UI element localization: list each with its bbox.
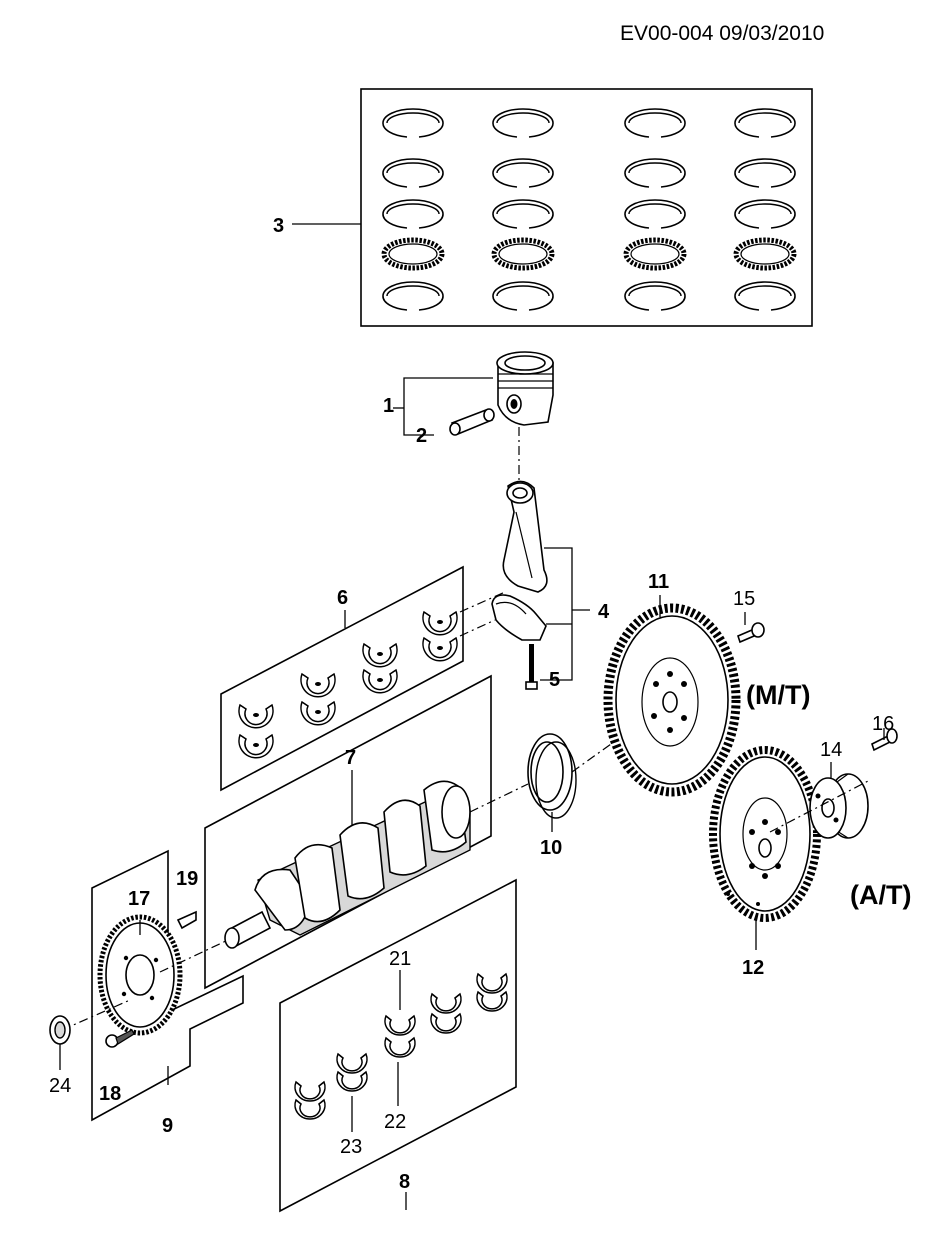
ring-column-2: [493, 108, 553, 311]
rear-oil-seal: [527, 733, 577, 819]
crankshaft-assembly: [204, 674, 492, 990]
callout-adapter: 14: [820, 739, 842, 761]
callout-crankshaft: 7: [345, 747, 356, 769]
callout-main-bearings: 8: [399, 1171, 410, 1193]
crankshaft-gear-group: [91, 849, 244, 1122]
callout-rear-oil-seal: 10: [540, 837, 562, 859]
callout-flywheel: 11: [648, 571, 669, 593]
connecting-rod-bolt: [525, 644, 538, 690]
drive-plate-automatic: [709, 746, 821, 922]
crankshaft-timing-gear: [97, 914, 183, 1036]
callout-front-oil-seal: 24: [49, 1075, 71, 1097]
connecting-rod-bearing-set: [220, 565, 464, 792]
callout-thrust-washer-upper: 21: [389, 948, 411, 970]
piston-ring-set: [292, 88, 813, 327]
diagram-reference-code: EV00-004 09/03/2010: [620, 22, 825, 45]
piston-pin: [449, 408, 495, 436]
flywheel-manual: [603, 603, 741, 797]
crankshaft-gear-bolt: [105, 1029, 135, 1048]
callout-piston-ring-set: 3: [273, 215, 284, 237]
callout-thrust-washer-lower: 22: [384, 1111, 406, 1133]
drive-plate-bolt: [871, 728, 898, 752]
callout-drive-plate-bolt: 16: [872, 713, 894, 735]
front-oil-seal: [49, 1015, 71, 1045]
callout-piston-pin: 2: [416, 425, 427, 447]
connecting-rod-cap: [491, 594, 547, 641]
callout-woodruff-key: 19: [176, 868, 198, 890]
callout-rod-bolt: 5: [549, 669, 560, 691]
callout-connecting-rod: 4: [598, 601, 610, 623]
callout-flywheel-bolt: 15: [733, 588, 755, 610]
woodruff-key: [176, 910, 197, 930]
callout-drive-plate: 12: [742, 957, 764, 979]
callout-gear-bolt: 18: [99, 1083, 121, 1105]
ring-column-3: [625, 108, 685, 311]
flywheel-bolt: [737, 622, 765, 644]
piston-assembly: [496, 351, 554, 426]
ring-column-1: [383, 108, 443, 311]
drive-plate-adapter: [809, 773, 869, 839]
connecting-rod: [502, 480, 548, 593]
variant-label-automatic: (A/T): [850, 880, 911, 910]
main-bearing-set: [279, 878, 517, 1213]
ring-column-4: [735, 108, 795, 311]
callout-rod-bearings: 6: [337, 587, 348, 609]
callout-main-bearing-shell: 23: [340, 1136, 362, 1158]
variant-label-manual: (M/T): [746, 680, 810, 710]
callout-front-group: 9: [162, 1115, 173, 1137]
callout-timing-gear: 17: [128, 888, 150, 910]
callout-piston: 1: [383, 395, 394, 417]
